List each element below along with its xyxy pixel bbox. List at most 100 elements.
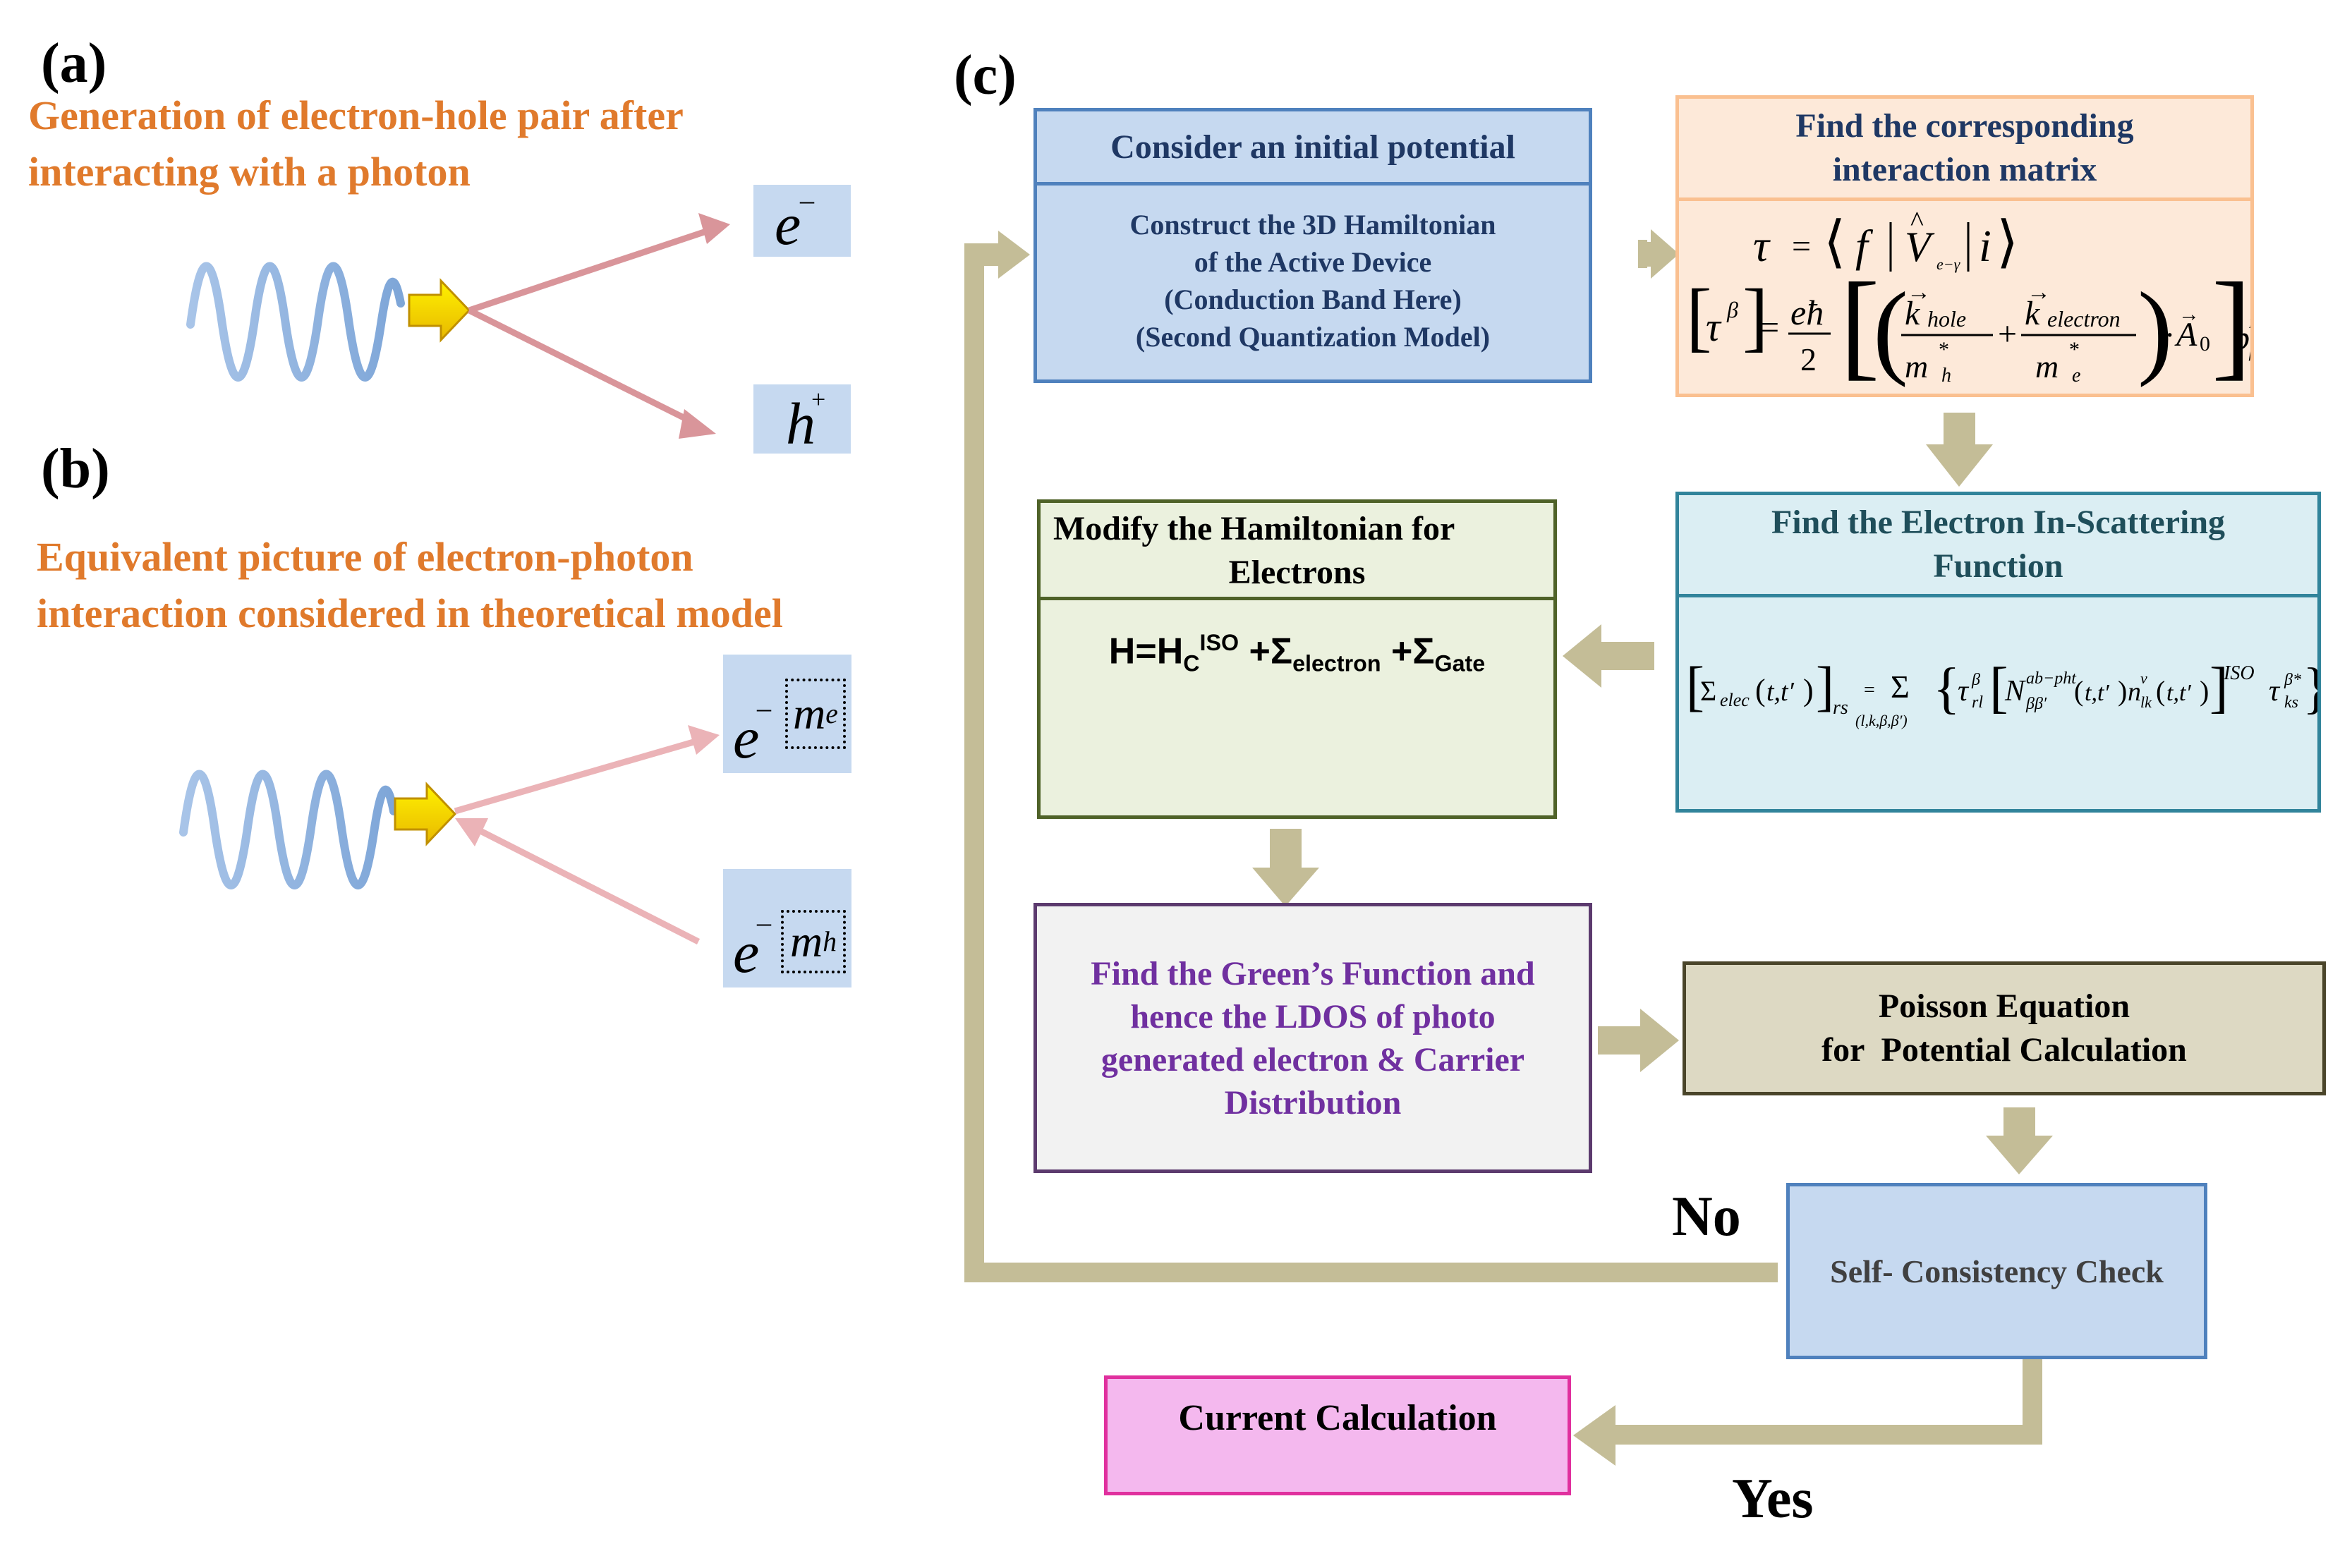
svg-text:·: · [2164, 317, 2175, 353]
svg-text:τ: τ [1753, 221, 1771, 271]
svg-text:τ: τ [1706, 304, 1722, 350]
svg-text:[: [ [1686, 655, 1704, 717]
greens-function-box: Find the Green’s Function and hence the … [1033, 903, 1592, 1173]
svg-text:β: β [2248, 346, 2250, 361]
svg-text:]: ] [2212, 258, 2250, 391]
in-scattering-box: Find the Electron In-Scattering Function… [1675, 492, 2321, 813]
svg-text:): ) [2200, 675, 2209, 707]
svg-text:hole: hole [1927, 306, 1966, 332]
svg-text:}: } [2303, 657, 2317, 719]
svg-text:ks: ks [2284, 693, 2298, 712]
in-scattering-equation: [ Σ elec ( t,t′ ) ] rs = Σ (l,k,β,β′) { … [1686, 655, 2317, 729]
svg-text:rs: rs [1833, 697, 1848, 719]
caption-a-line2: interacting with a photon [28, 149, 471, 195]
svg-text:Σ: Σ [1700, 675, 1716, 707]
svg-text:2: 2 [1800, 341, 1817, 377]
initial-potential-body: Construct the 3D Hamiltonian of the Acti… [1129, 209, 1496, 353]
svg-text:ββ′: ββ′ [2025, 695, 2047, 713]
svg-text:): ) [2118, 675, 2127, 707]
svg-text:lk: lk [2140, 693, 2152, 711]
modify-hamiltonian-box: Modify the Hamiltonian for Electrons H=H… [1037, 499, 1557, 819]
svg-text:(l,k,β,β′): (l,k,β,β′) [1855, 712, 1908, 729]
svg-text:h: h [1941, 365, 1951, 387]
svg-text:=: = [1864, 679, 1875, 701]
svg-text:[: [ [1989, 657, 2008, 719]
svg-text:(: ( [1755, 673, 1766, 707]
svg-text:i: i [1979, 221, 1991, 271]
svg-text:ISO: ISO [2223, 662, 2255, 684]
caption-b-line1: Equivalent picture of electron-photon [37, 534, 693, 580]
yes-path-line [2023, 1358, 2042, 1442]
svg-text:m: m [2035, 348, 2059, 384]
photon-wave-b [179, 770, 398, 889]
hole-particle-a: h + [753, 384, 851, 457]
modify-hamiltonian-header: Modify the Hamiltonian for Electrons [1041, 503, 1553, 600]
interaction-matrix-equations: τ = ⟨ f V ^ e−γ i ⟩ [ τ β ] = eħ 2 [ [1686, 205, 2250, 391]
svg-text:β*: β* [2284, 671, 2301, 689]
svg-text:(: ( [2156, 675, 2165, 707]
svg-text:k: k [2025, 295, 2041, 332]
arrow-3-4 [1563, 624, 1654, 688]
no-loop-line [964, 1263, 1778, 1282]
svg-text:{: { [1933, 657, 1960, 719]
svg-text:n: n [2128, 677, 2141, 707]
svg-text:*: * [2069, 338, 2080, 361]
svg-text:=: = [1760, 309, 1779, 346]
electron-arrow-b [454, 737, 700, 815]
svg-text:ab−pht: ab−pht [2026, 669, 2077, 688]
svg-text:(: ( [2074, 675, 2083, 707]
photon-arrow-a [408, 278, 471, 343]
svg-text:V: V [1905, 224, 1935, 270]
hole-arrow-a [467, 307, 697, 427]
no-label: No [1672, 1186, 1741, 1248]
svg-text:b: b [2233, 320, 2250, 357]
svg-text:⟨: ⟨ [1824, 212, 1845, 274]
svg-text:N: N [2004, 675, 2026, 707]
caption-b-line2: interaction considered in theoretical mo… [37, 590, 783, 636]
incoming-electron-arrow-b [474, 825, 701, 945]
svg-text:e: e [2072, 365, 2080, 387]
self-consistency-box: Self- Consistency Check [1786, 1183, 2207, 1359]
arrow-5-6 [1598, 1009, 1679, 1072]
svg-text:^: ^ [1910, 205, 1924, 237]
caption-a-line1: Generation of electron-hole pair after [28, 92, 684, 138]
current-calculation-box: Current Calculation [1104, 1375, 1571, 1495]
svg-text:[: [ [1840, 258, 1880, 391]
initial-potential-header: Consider an initial potential [1037, 111, 1589, 186]
svg-text:τ: τ [1958, 675, 1970, 707]
svg-text:rl: rl [1972, 693, 1983, 712]
interaction-matrix-box: Find the corresponding interaction matri… [1675, 95, 2254, 397]
svg-text:electron: electron [2047, 306, 2121, 332]
svg-text:β: β [1971, 671, 1980, 689]
initial-potential-box: Consider an initial potential Construct … [1033, 108, 1592, 383]
panel-label-b: (b) [41, 438, 110, 500]
svg-text:Σ: Σ [1891, 669, 1910, 705]
electron-arrow-a [468, 226, 714, 314]
svg-text:→: → [2027, 279, 2051, 305]
svg-text:m: m [1905, 348, 1928, 384]
interaction-matrix-header: Find the corresponding interaction matri… [1679, 99, 2250, 201]
svg-text:[: [ [1686, 273, 1712, 359]
svg-text:v: v [2140, 669, 2147, 687]
panel-label-a: (a) [41, 32, 107, 95]
svg-text:t,t′: t,t′ [1766, 677, 1795, 707]
svg-text:→: → [2178, 303, 2200, 326]
poisson-box: Poisson Equation for Potential Calculati… [1683, 961, 2326, 1095]
arrow-2-3 [1926, 413, 1993, 487]
svg-text:e−γ: e−γ [1936, 255, 1961, 273]
svg-text:→: → [1907, 279, 1931, 305]
svg-text:0: 0 [2200, 332, 2210, 355]
svg-text:Ph: Ph [2248, 317, 2250, 331]
svg-text:]: ] [1742, 273, 1769, 359]
svg-text:⟩: ⟩ [1996, 212, 2018, 274]
in-scattering-header: Find the Electron In-Scattering Function [1679, 495, 2317, 597]
electron-particle-a: e – [753, 184, 851, 257]
svg-text:]: ] [2209, 657, 2229, 719]
svg-text:t,t′: t,t′ [2085, 680, 2109, 706]
svg-text:): ) [1803, 673, 1814, 707]
arrow-6-7 [1986, 1107, 2053, 1174]
svg-text:=: = [1792, 228, 1811, 265]
